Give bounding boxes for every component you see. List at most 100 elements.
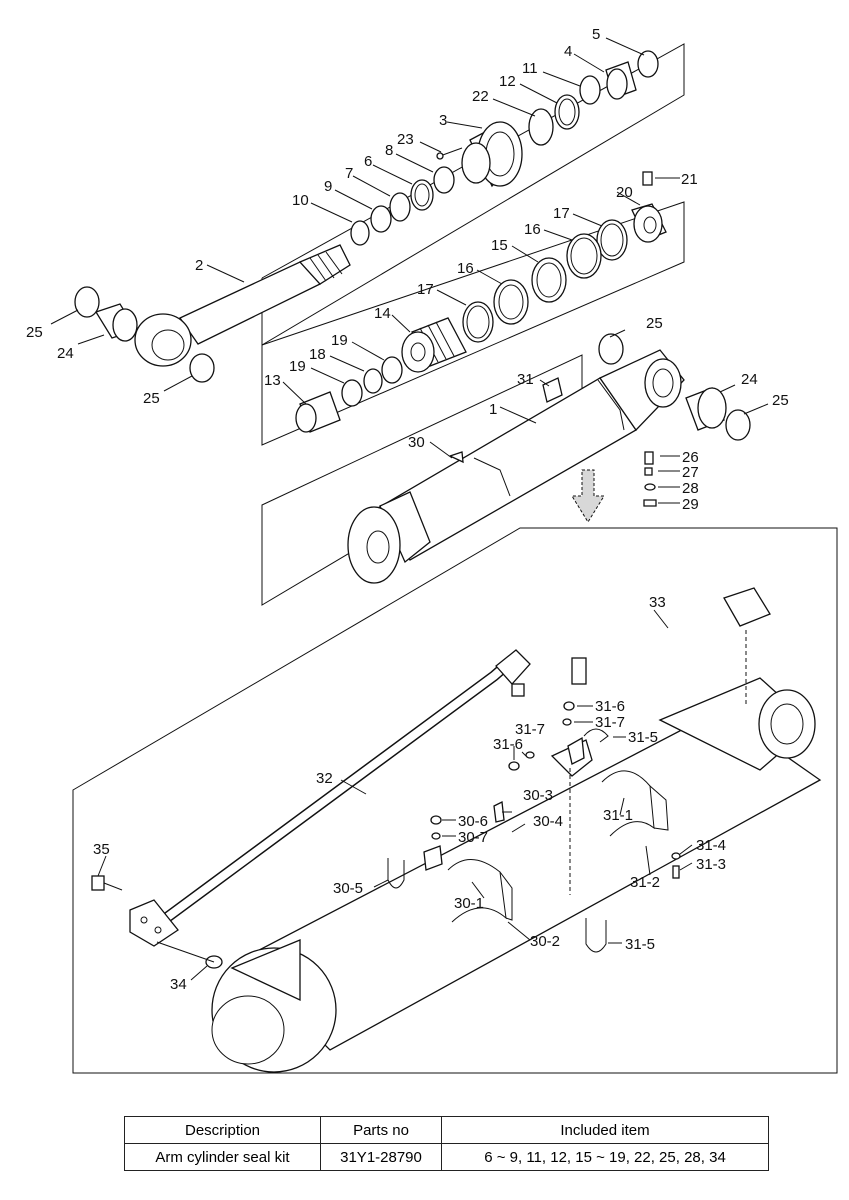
part-4-bushing xyxy=(605,61,637,100)
part-19-ring-lower xyxy=(341,379,363,407)
label-1: 1 xyxy=(489,401,497,418)
label-34: 34 xyxy=(170,976,187,993)
part-30-6-nut xyxy=(430,815,442,825)
part-31-3-bolt xyxy=(672,865,680,879)
label-31-5: 31-5 xyxy=(628,729,658,746)
part-22-ring xyxy=(528,108,554,146)
arrow-to-detail xyxy=(571,469,605,523)
part-25-seal-rod-lower xyxy=(189,353,215,383)
part-30-clamp xyxy=(448,451,464,464)
header-description: Description xyxy=(124,1116,321,1144)
label-8: 8 xyxy=(385,142,393,159)
part-15-ring xyxy=(531,257,567,303)
label-25b: 25 xyxy=(143,390,160,407)
label-21: 21 xyxy=(681,171,698,188)
part-20-nut xyxy=(631,203,667,243)
seal-kit-table: Description Parts no Included item Arm c… xyxy=(124,1116,769,1171)
part-16-ring-upper xyxy=(566,233,602,279)
part-31-bracket xyxy=(542,377,563,403)
part-11-ring xyxy=(579,75,601,105)
part-31-6-nut-upper xyxy=(563,701,575,711)
part-7-ring xyxy=(389,192,411,222)
part-10-ring xyxy=(350,220,370,246)
part-30-2-band xyxy=(499,871,513,921)
part-1-cylinder-tube xyxy=(347,349,685,584)
part-30-7-washer xyxy=(431,832,441,840)
part-31-6-nut-left xyxy=(508,761,520,771)
label-9: 9 xyxy=(324,178,332,195)
label-28: 28 xyxy=(682,480,699,497)
part-30-3-clip xyxy=(493,801,505,823)
part-31-2-band xyxy=(649,785,669,831)
part-23-bolt xyxy=(436,147,463,160)
part-13-cushion xyxy=(295,391,341,433)
label-30-1: 30-1 xyxy=(454,895,484,912)
part-32-pipe xyxy=(146,649,531,935)
label-35: 35 xyxy=(93,841,110,858)
label-2: 2 xyxy=(195,257,203,274)
part-9-ring xyxy=(370,205,392,233)
part-3-rod-cover xyxy=(461,121,523,188)
part-31-bracket-detail xyxy=(550,736,593,777)
label-31-7b: 31-7 xyxy=(515,721,545,738)
header-parts-no: Parts no xyxy=(320,1116,442,1144)
label-31-6: 31-6 xyxy=(595,698,625,715)
label-29: 29 xyxy=(682,496,699,513)
label-25c: 25 xyxy=(646,315,663,332)
part-25-seal-rod-left xyxy=(74,286,100,318)
label-5: 5 xyxy=(592,26,600,43)
label-23: 23 xyxy=(397,131,414,148)
label-13: 13 xyxy=(264,372,281,389)
label-6: 6 xyxy=(364,153,372,170)
detail-cylinder-body xyxy=(211,677,822,1073)
part-17-ring-lower xyxy=(462,301,494,343)
part-2-piston-rod xyxy=(134,244,351,367)
label-33: 33 xyxy=(649,594,666,611)
grease-fitting-stack xyxy=(643,451,657,507)
header-included-item: Included item xyxy=(441,1116,769,1144)
part-32-flange xyxy=(129,899,179,947)
label-17: 17 xyxy=(553,205,570,222)
cell-description: Arm cylinder seal kit xyxy=(124,1143,321,1171)
part-6-ring xyxy=(410,179,434,211)
part-31-7-washer-left xyxy=(525,751,535,759)
label-22: 22 xyxy=(472,88,489,105)
label-30-4: 30-4 xyxy=(533,813,563,830)
table-row: Arm cylinder seal kit 31Y1-28790 6 ~ 9, … xyxy=(124,1143,769,1171)
label-30-2: 30-2 xyxy=(530,933,560,950)
part-21-setscrew xyxy=(642,171,653,186)
part-35-bolt xyxy=(91,875,123,891)
label-7: 7 xyxy=(345,165,353,182)
callout-labels: 1 2 3 4 5 6 7 8 9 10 11 12 13 14 15 16 1… xyxy=(26,26,789,993)
cell-included-item: 6 ~ 9, 11, 12, 15 ~ 19, 22, 25, 28, 34 xyxy=(441,1143,769,1171)
label-19: 19 xyxy=(331,332,348,349)
label-16: 16 xyxy=(524,221,541,238)
label-14: 14 xyxy=(374,305,391,322)
label-11: 11 xyxy=(522,60,538,77)
part-24-bushing-tube xyxy=(685,387,727,431)
label-31-4: 31-4 xyxy=(696,837,726,854)
label-24b: 24 xyxy=(741,371,758,388)
part-31-4-washer xyxy=(671,852,681,860)
label-24a: 24 xyxy=(57,345,74,362)
part-17-ring-upper xyxy=(596,219,628,261)
part-31-1-band xyxy=(601,770,655,837)
label-12: 12 xyxy=(499,73,516,90)
part-25-seal-tube-right xyxy=(725,409,751,441)
label-19b: 19 xyxy=(289,358,306,375)
cell-parts-no: 31Y1-28790 xyxy=(320,1143,442,1171)
part-19-ring-upper xyxy=(381,356,403,384)
label-30-3: 30-3 xyxy=(523,787,553,804)
label-31: 31 xyxy=(517,371,534,388)
part-16-ring-lower xyxy=(493,279,529,325)
label-31-3: 31-3 xyxy=(696,856,726,873)
leader-lines xyxy=(50,37,769,981)
label-31-6b: 31-6 xyxy=(493,736,523,753)
part-24-bushing-rod xyxy=(95,303,138,342)
part-31-7-washer-upper xyxy=(562,718,572,726)
label-20: 20 xyxy=(616,184,633,201)
label-15: 15 xyxy=(491,237,508,254)
label-3: 3 xyxy=(439,112,447,129)
label-32: 32 xyxy=(316,770,333,787)
label-17b: 17 xyxy=(417,281,434,298)
